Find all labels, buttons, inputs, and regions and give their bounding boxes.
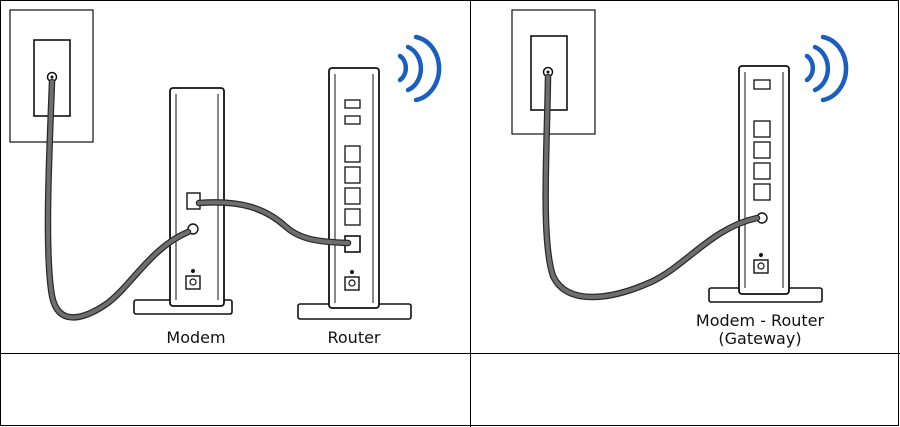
gateway-label-line1: Modem - Router <box>690 312 830 330</box>
wall-outlet-icon <box>512 10 595 134</box>
bottom-right-cell <box>477 362 893 418</box>
gateway-icon <box>709 66 822 302</box>
router-icon <box>298 68 411 319</box>
left-diagram <box>0 0 470 353</box>
bottom-left-cell <box>6 362 464 418</box>
modem-label: Modem <box>160 329 232 347</box>
router-label: Router <box>322 329 386 347</box>
row-divider <box>0 353 900 354</box>
wifi-signal-icon <box>807 37 846 100</box>
gateway-label-line2: (Gateway) <box>690 330 830 348</box>
wifi-signal-icon <box>400 37 439 100</box>
right-diagram <box>471 0 900 353</box>
